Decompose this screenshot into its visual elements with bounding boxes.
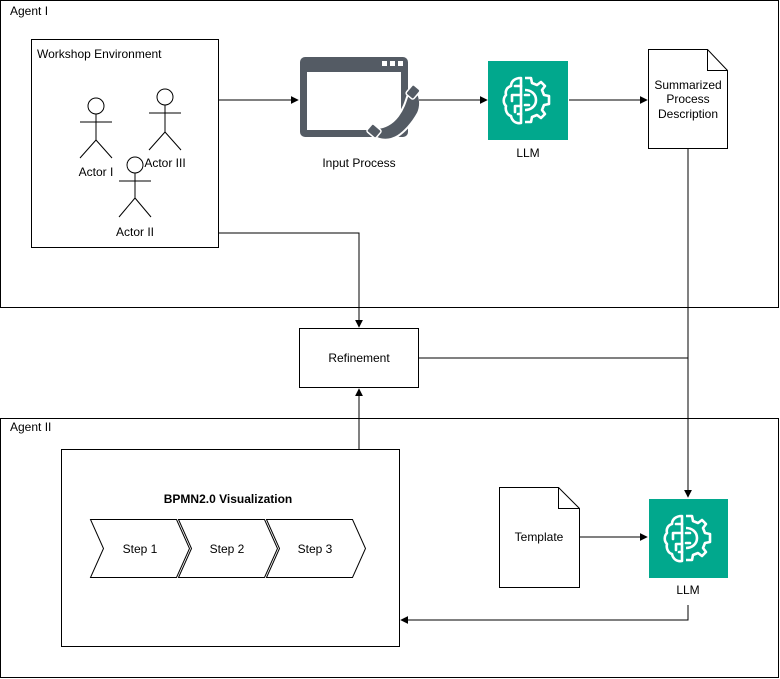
summary-line-3: Description: [658, 107, 718, 121]
step-3-label: Step 3: [298, 542, 333, 556]
summary-line-1: Summarized: [654, 78, 721, 92]
workshop-environment-box[interactable]: Workshop Environment: [31, 39, 219, 248]
template-label: Template: [515, 530, 564, 544]
step-1-chevron[interactable]: Step 1: [89, 519, 191, 578]
step-3-chevron[interactable]: Step 3: [265, 519, 367, 578]
summary-line-2: Process: [666, 92, 709, 106]
summary-document[interactable]: Summarized Process Description: [648, 49, 728, 149]
actor-i-label: Actor I: [79, 165, 114, 179]
llm-top-node[interactable]: [488, 61, 568, 140]
llm-bottom-label: LLM: [676, 583, 699, 597]
actor-ii-icon: [118, 156, 152, 218]
step-2-chevron[interactable]: Step 2: [177, 519, 279, 578]
window-phone-icon[interactable]: [300, 57, 422, 141]
bpmn-title: BPMN2.0 Visualization: [164, 492, 292, 506]
input-process-label: Input Process: [322, 156, 395, 170]
arrow-workshop-to-refinement: [219, 232, 363, 328]
agent-i-label: Agent I: [10, 4, 48, 18]
template-document[interactable]: Template: [499, 487, 580, 588]
step-2-label: Step 2: [210, 542, 245, 556]
refinement-box[interactable]: Refinement: [299, 328, 419, 388]
actor-ii-label: Actor II: [116, 225, 154, 239]
refinement-label: Refinement: [328, 351, 390, 365]
llm-top-label: LLM: [516, 146, 539, 160]
arrow-llm-to-bpmn: [400, 605, 689, 624]
agent-ii-label: Agent II: [10, 420, 51, 434]
step-1-label: Step 1: [123, 542, 158, 556]
workshop-title: Workshop Environment: [37, 47, 162, 61]
actor-iii-icon: [148, 88, 182, 151]
actor-iii-label: Actor III: [144, 156, 185, 170]
llm-bottom-node[interactable]: [649, 499, 728, 578]
connectors: [219, 96, 692, 624]
actor-i-icon: [79, 97, 113, 159]
